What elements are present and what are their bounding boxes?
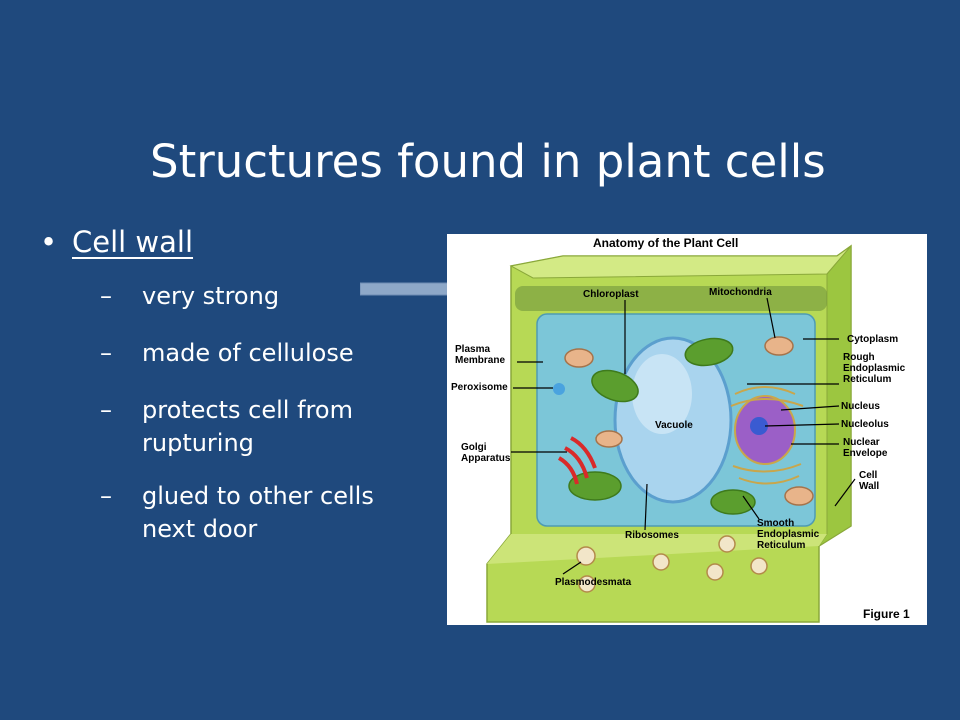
bullet-list: • Cell wall – very strong – made of cell… (40, 222, 408, 546)
plant-cell-figure: Anatomy of the Plant Cell Chloroplast Mi… (447, 234, 927, 625)
label-plasmodesmata: Plasmodesmata (555, 577, 632, 588)
label-cytoplasm: Cytoplasm (847, 334, 899, 345)
label-mitochondria: Mitochondria (709, 287, 772, 298)
label-cell-wall: Cell Wall (859, 470, 880, 492)
bullet-marker: • (40, 225, 58, 259)
subitem-very-strong: – very strong (100, 280, 408, 313)
bullet-cell-wall-label: Cell wall (72, 225, 194, 259)
label-nuclear-envelope: Nuclear Envelope (843, 437, 888, 459)
subitem-text: glued to other cells next door (142, 482, 374, 543)
dash-marker: – (100, 482, 112, 510)
figure-caption: Figure 1 (863, 607, 910, 621)
label-ribosomes: Ribosomes (625, 530, 679, 541)
label-rough-er: Rough Endoplasmic Reticulum (843, 352, 906, 385)
dash-marker: – (100, 339, 112, 367)
subitem-text: very strong (142, 282, 280, 310)
figure-title: Anatomy of the Plant Cell (593, 236, 739, 250)
label-peroxisome: Peroxisome (451, 382, 508, 393)
label-golgi: Golgi Apparatus (461, 442, 511, 464)
bullet-cell-wall: • Cell wall (40, 222, 408, 264)
dash-marker: – (100, 396, 112, 424)
subitem-glued: – glued to other cells next door (100, 480, 408, 546)
subitem-text: made of cellulose (142, 339, 354, 367)
dash-marker: – (100, 282, 112, 310)
subitem-text: protects cell from rupturing (142, 396, 353, 457)
subitem-protects: – protects cell from rupturing (100, 394, 408, 460)
label-nucleus: Nucleus (841, 401, 880, 412)
label-plasma-membrane: Plasma Membrane (455, 344, 506, 366)
label-nucleolus: Nucleolus (841, 419, 889, 430)
slide-title: Structures found in plant cells (150, 135, 826, 188)
plant-cell-illustration (486, 244, 856, 623)
label-chloroplast: Chloroplast (583, 289, 639, 300)
label-smooth-er: Smooth Endoplasmic Reticulum (757, 518, 820, 551)
label-vacuole: Vacuole (655, 420, 693, 431)
subitem-cellulose: – made of cellulose (100, 337, 408, 370)
